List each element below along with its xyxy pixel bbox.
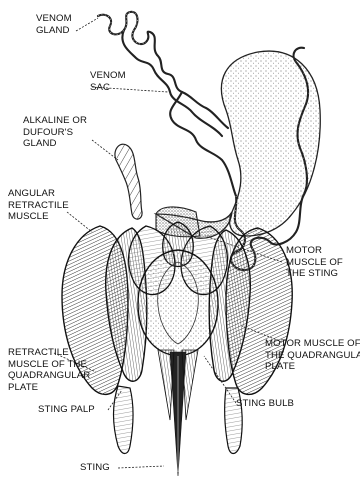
label-venom-gland: VENOM GLAND: [36, 13, 72, 36]
label-motor-muscle-quadrangular-plate: MOTOR MUSCLE OF THE QUADRANGULAR PLATE: [265, 338, 360, 373]
label-angular-retractile-muscle: ANGULAR RETRACTILE MUSCLE: [8, 188, 69, 223]
label-sting-palp: STING PALP: [38, 404, 95, 416]
label-retractile-muscle-quadrangular-plate: RETRACTILE MUSCLE OF THE QUADRANGULAR PL…: [8, 347, 90, 393]
label-venom-sac: VENOM SAC: [90, 70, 126, 93]
sting-shaft: [158, 350, 198, 476]
label-alkaline-dufours-gland: ALKALINE OR DUFOUR'S GLAND: [23, 115, 87, 150]
sting-bulb: [138, 250, 218, 356]
dufours-gland: [115, 144, 142, 219]
label-sting: STING: [80, 462, 110, 474]
label-motor-muscle-of-sting: MOTOR MUSCLE OF THE STING: [286, 245, 343, 280]
label-sting-bulb: STING BULB: [236, 398, 294, 410]
